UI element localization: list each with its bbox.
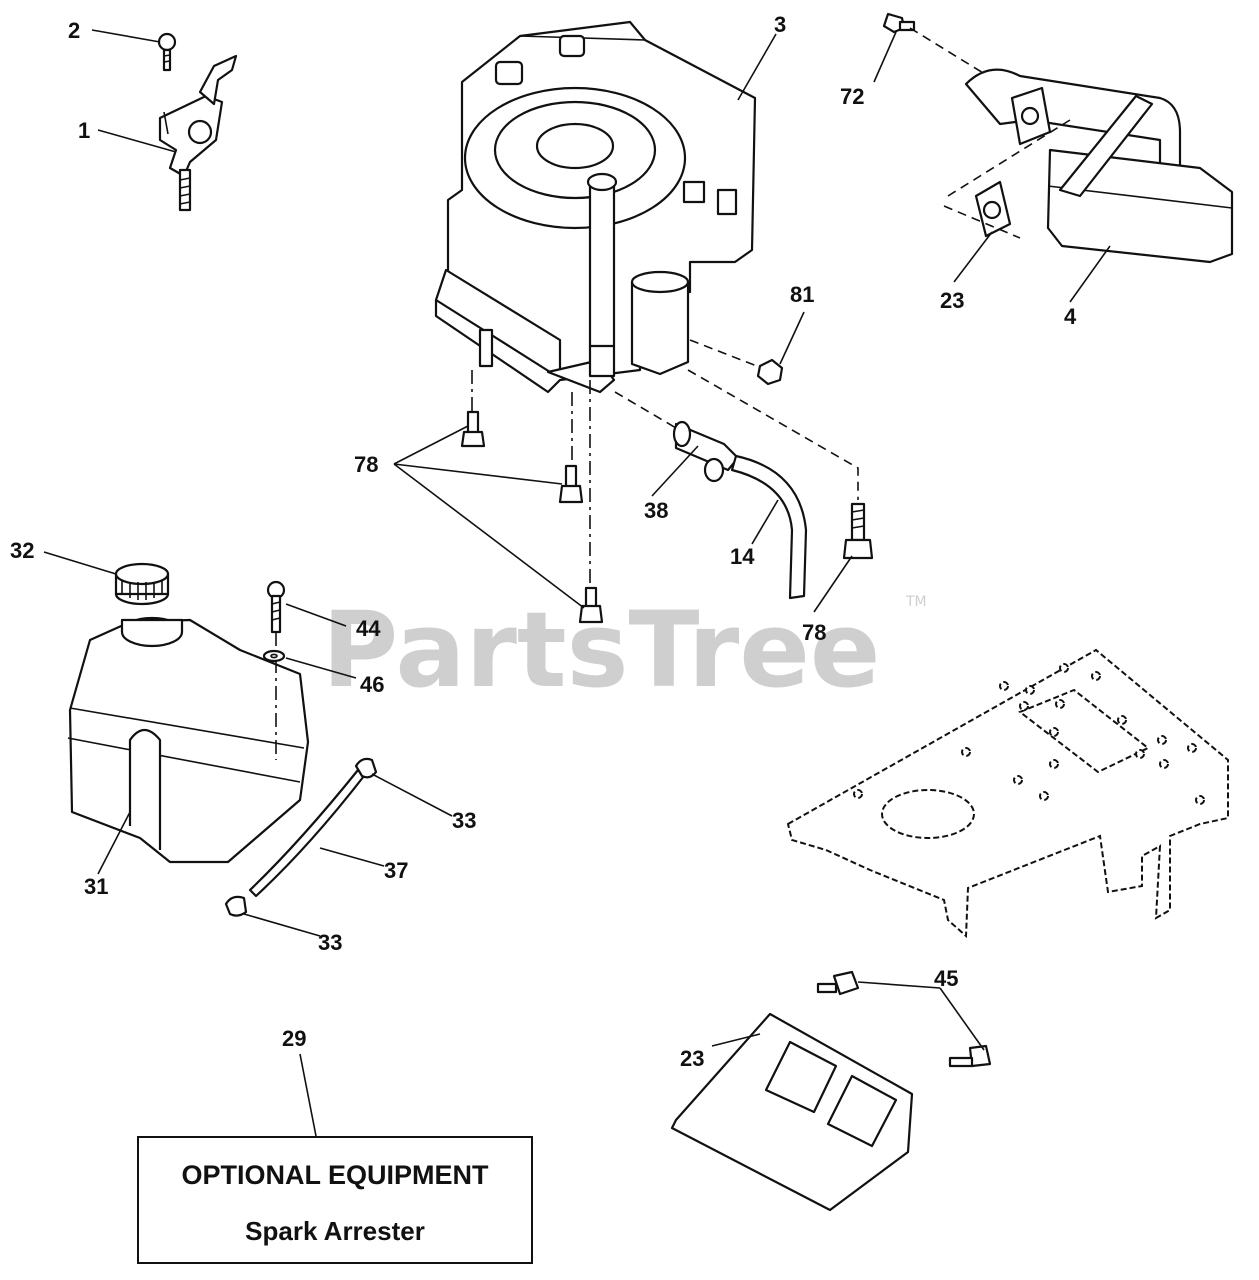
- nut-part-81[interactable]: [756, 358, 784, 386]
- fuel-filter-part-38[interactable]: [672, 420, 740, 483]
- screw-part-44[interactable]: [266, 580, 286, 634]
- shield-part-23[interactable]: [670, 1012, 914, 1212]
- muffler-part[interactable]: [964, 68, 1234, 264]
- callout-1: 1: [78, 118, 90, 143]
- callout-78-b: 78: [802, 620, 826, 645]
- washer-part-46[interactable]: [262, 649, 286, 663]
- callout-31: 31: [84, 874, 108, 899]
- callout-2: 2: [68, 18, 80, 43]
- optional-equipment-subtitle: Spark Arrester: [245, 1216, 425, 1246]
- bolt-part-78-c[interactable]: [578, 586, 604, 624]
- optional-equipment-title: OPTIONAL EQUIPMENT: [181, 1160, 489, 1190]
- callout-78-a: 78: [354, 452, 378, 477]
- screw-part-2[interactable]: [157, 32, 177, 72]
- callout-14: 14: [730, 544, 755, 569]
- bolt-part-78-a[interactable]: [460, 410, 486, 448]
- callout-38: 38: [644, 498, 668, 523]
- clamp-part-33-a[interactable]: [354, 757, 378, 779]
- callout-4: 4: [1064, 304, 1077, 329]
- bolt-part-45-a[interactable]: [816, 970, 860, 996]
- callout-32: 32: [10, 538, 34, 563]
- callout-37: 37: [384, 858, 408, 883]
- callout-33-b: 33: [318, 930, 342, 955]
- tractor-frame: [786, 648, 1229, 939]
- bolt-part-72[interactable]: [882, 12, 916, 34]
- callout-72: 72: [840, 84, 864, 109]
- bolt-part-78-b[interactable]: [558, 464, 584, 504]
- callout-81: 81: [790, 282, 814, 307]
- watermark-trademark: TM: [905, 594, 927, 610]
- fuel-line-part-14[interactable]: [730, 454, 808, 600]
- clamp-part-33-b[interactable]: [224, 895, 248, 917]
- bolt-part-78-d[interactable]: [842, 502, 874, 560]
- callout-23: 23: [680, 1046, 704, 1071]
- fuel-tank-part-31[interactable]: [67, 616, 310, 864]
- callout-45: 45: [934, 966, 958, 991]
- gasket-part-13[interactable]: [974, 180, 1012, 238]
- callout-33-a: 33: [452, 808, 476, 833]
- optional-equipment-box: OPTIONAL EQUIPMENT Spark Arrester: [137, 1136, 533, 1264]
- callout-13: 23: [940, 288, 964, 313]
- throttle-control-part[interactable]: [158, 54, 238, 212]
- callout-3: 3: [774, 12, 786, 37]
- engine-part[interactable]: [434, 20, 757, 394]
- fuel-cap-part-32[interactable]: [114, 562, 170, 606]
- callout-29: 29: [282, 1026, 306, 1051]
- callout-46: 46: [360, 672, 384, 697]
- callout-44: 44: [356, 616, 381, 641]
